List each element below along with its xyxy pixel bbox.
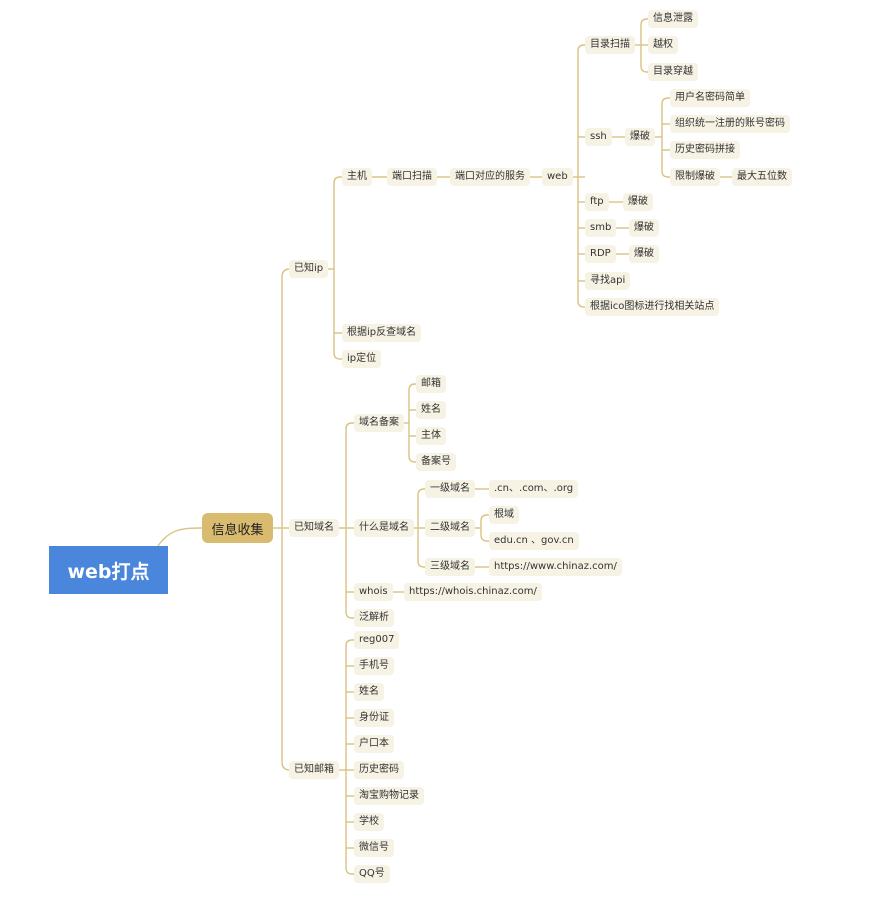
ftp-node[interactable]: ftp <box>585 193 609 211</box>
rdp-node[interactable]: RDP <box>585 245 616 263</box>
third-level-example-node[interactable]: https://www.chinaz.com/ <box>489 558 622 576</box>
max-five-digits-node[interactable]: 最大五位数 <box>732 168 792 186</box>
second-level-domain-node[interactable]: 二级域名 <box>425 519 475 537</box>
known-email-node[interactable]: 已知邮箱 <box>289 761 339 779</box>
beian-subject-node[interactable]: 主体 <box>416 427 446 445</box>
second-level-example-node[interactable]: edu.cn 、gov.cn <box>489 532 579 550</box>
privilege-escalation-node[interactable]: 越权 <box>648 36 678 54</box>
known-domain-node[interactable]: 已知域名 <box>289 519 339 537</box>
ip-locate-node[interactable]: ip定位 <box>342 350 382 368</box>
what-is-domain-node[interactable]: 什么是域名 <box>354 519 414 537</box>
domain-beian-node[interactable]: 域名备案 <box>354 414 404 432</box>
email-household-node[interactable]: 户口本 <box>354 735 394 753</box>
dir-traversal-node[interactable]: 目录穿越 <box>648 63 698 81</box>
email-id-card-node[interactable]: 身份证 <box>354 709 394 727</box>
email-reg007-node[interactable]: reg007 <box>354 631 400 649</box>
email-phone-node[interactable]: 手机号 <box>354 657 394 675</box>
email-wechat-node[interactable]: 微信号 <box>354 839 394 857</box>
known-ip-node[interactable]: 已知ip <box>289 260 329 278</box>
ssh-node[interactable]: ssh <box>585 128 612 146</box>
port-service-node[interactable]: 端口对应的服务 <box>450 168 530 186</box>
reverse-domain-node[interactable]: 根据ip反查域名 <box>342 324 422 342</box>
root-domain-node[interactable]: 根域 <box>489 506 519 524</box>
email-qq-node[interactable]: QQ号 <box>354 865 390 883</box>
email-name-node[interactable]: 姓名 <box>354 683 384 701</box>
ico-search-node[interactable]: 根据ico图标进行找相关站点 <box>585 298 720 316</box>
smb-node[interactable]: smb <box>585 219 617 237</box>
ftp-brute-node[interactable]: 爆破 <box>623 193 653 211</box>
beian-name-node[interactable]: 姓名 <box>416 401 446 419</box>
first-level-domain-node[interactable]: 一级域名 <box>425 480 475 498</box>
first-level-example-node[interactable]: .cn、.com、.org <box>489 480 579 498</box>
root-node[interactable]: web打点 <box>49 546 168 594</box>
pan-resolve-node[interactable]: 泛解析 <box>354 609 394 627</box>
beian-email-node[interactable]: 邮箱 <box>416 375 446 393</box>
dir-scan-node[interactable]: 目录扫描 <box>585 36 635 54</box>
email-school-node[interactable]: 学校 <box>354 813 384 831</box>
email-history-password-node[interactable]: 历史密码 <box>354 761 404 779</box>
history-password-node[interactable]: 历史密码拼接 <box>670 141 740 159</box>
host-node[interactable]: 主机 <box>342 168 372 186</box>
simple-password-node[interactable]: 用户名密码简单 <box>670 89 750 107</box>
info-leak-node[interactable]: 信息泄露 <box>648 10 698 28</box>
email-taobao-node[interactable]: 淘宝购物记录 <box>354 787 424 805</box>
limited-brute-node[interactable]: 限制爆破 <box>670 168 720 186</box>
beian-number-node[interactable]: 备案号 <box>416 453 456 471</box>
rdp-brute-node[interactable]: 爆破 <box>629 245 659 263</box>
smb-brute-node[interactable]: 爆破 <box>629 219 659 237</box>
web-node[interactable]: web <box>542 168 573 186</box>
port-scan-node[interactable]: 端口扫描 <box>387 168 437 186</box>
whois-url-node[interactable]: https://whois.chinaz.com/ <box>404 583 542 601</box>
find-api-node[interactable]: 寻找api <box>585 272 631 290</box>
info-collection-node[interactable]: 信息收集 <box>202 513 273 543</box>
whois-node[interactable]: whois <box>354 583 393 601</box>
org-account-node[interactable]: 组织统一注册的账号密码 <box>670 115 790 133</box>
ssh-brute-node[interactable]: 爆破 <box>625 128 655 146</box>
third-level-domain-node[interactable]: 三级域名 <box>425 558 475 576</box>
